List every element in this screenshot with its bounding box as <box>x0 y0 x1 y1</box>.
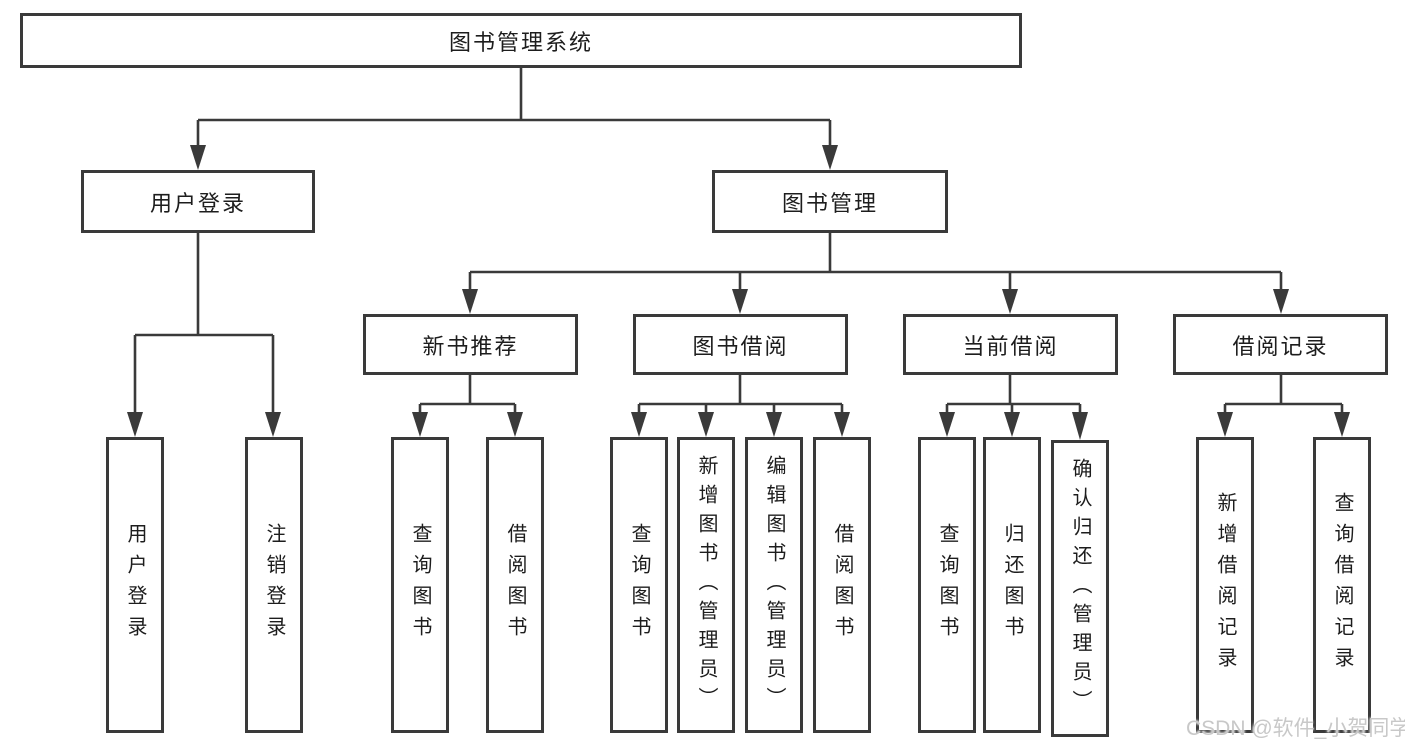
arrowhead <box>190 145 206 170</box>
leaf-confirm-return-admin: 确认归还（管理员） <box>1051 440 1109 737</box>
node-label: 借阅图书 <box>831 523 853 647</box>
connector-current-to-leaves <box>945 375 1082 414</box>
leaf-query-borrow-record: 查询借阅记录 <box>1313 437 1371 733</box>
arrowhead <box>766 412 782 437</box>
arrowhead <box>507 412 523 437</box>
arrowhead <box>1002 289 1018 314</box>
leaf-query-books-2: 查询图书 <box>610 437 668 733</box>
connector-root-to-level2 <box>196 68 832 148</box>
arrowhead <box>834 412 850 437</box>
leaf-return-books: 归还图书 <box>983 437 1041 733</box>
arrowhead <box>698 412 714 437</box>
arrowhead <box>1072 412 1088 440</box>
leaf-edit-books-admin: 编辑图书（管理员） <box>745 437 803 733</box>
node-label: 查询图书 <box>628 523 650 647</box>
node-label: 查询图书 <box>409 523 431 647</box>
node-label: 用户登录 <box>124 523 146 647</box>
node-book-management-branch: 图书管理 <box>712 170 948 233</box>
leaf-query-books-1: 查询图书 <box>391 437 449 733</box>
node-label: 查询借阅记录 <box>1331 492 1353 678</box>
arrowhead <box>1334 412 1350 437</box>
node-new-book-recommendation: 新书推荐 <box>363 314 578 375</box>
connector-bookmgmt-to-level3 <box>468 233 1283 292</box>
node-label: 图书借阅 <box>692 333 789 359</box>
leaf-logout: 注销登录 <box>245 437 303 733</box>
node-label: 借阅记录 <box>1232 333 1329 359</box>
arrowhead <box>462 289 478 314</box>
leaf-borrow-books-1: 借阅图书 <box>486 437 544 733</box>
arrowhead <box>1004 412 1020 437</box>
node-label: 编辑图书（管理员） <box>763 454 785 716</box>
leaf-user-login: 用户登录 <box>106 437 164 733</box>
connector-newbooks-to-leaves <box>418 375 517 414</box>
node-label: 借阅图书 <box>504 523 526 647</box>
arrowhead <box>127 412 143 437</box>
connector-records-to-leaves <box>1223 375 1344 414</box>
arrowhead <box>732 289 748 314</box>
node-label: 图书管理 <box>781 190 878 216</box>
node-label: 归还图书 <box>1001 523 1023 647</box>
node-book-borrowing: 图书借阅 <box>633 314 848 375</box>
leaf-add-books-admin: 新增图书（管理员） <box>677 437 735 733</box>
leaf-borrow-books-2: 借阅图书 <box>813 437 871 733</box>
node-label: 当前借阅 <box>962 333 1059 359</box>
node-label: 图书管理系统 <box>448 29 593 55</box>
node-label: 新增借阅记录 <box>1214 492 1236 678</box>
leaf-add-borrow-record: 新增借阅记录 <box>1196 437 1254 733</box>
arrowhead <box>631 412 647 437</box>
connector-borrowing-to-leaves <box>637 375 844 414</box>
connector-userlogin-to-leaves <box>133 233 275 414</box>
leaf-query-books-3: 查询图书 <box>918 437 976 733</box>
node-library-management-system: 图书管理系统 <box>20 13 1022 68</box>
arrowhead <box>412 412 428 437</box>
node-borrowing-records: 借阅记录 <box>1173 314 1388 375</box>
arrowhead <box>822 145 838 170</box>
node-label: 新书推荐 <box>422 333 519 359</box>
node-label: 新增图书（管理员） <box>695 454 717 716</box>
csdn-watermark: CSDN @软件_小贺同学 <box>1186 717 1405 740</box>
arrowhead <box>939 412 955 437</box>
node-label: 确认归还（管理员） <box>1069 458 1091 719</box>
arrowhead <box>1217 412 1233 437</box>
node-current-borrowing: 当前借阅 <box>903 314 1118 375</box>
node-label: 查询图书 <box>936 523 958 647</box>
node-label: 用户登录 <box>149 190 246 216</box>
arrowhead <box>1273 289 1289 314</box>
arrowhead <box>265 412 281 437</box>
node-label: 注销登录 <box>263 523 285 647</box>
node-user-login-branch: 用户登录 <box>81 170 315 233</box>
